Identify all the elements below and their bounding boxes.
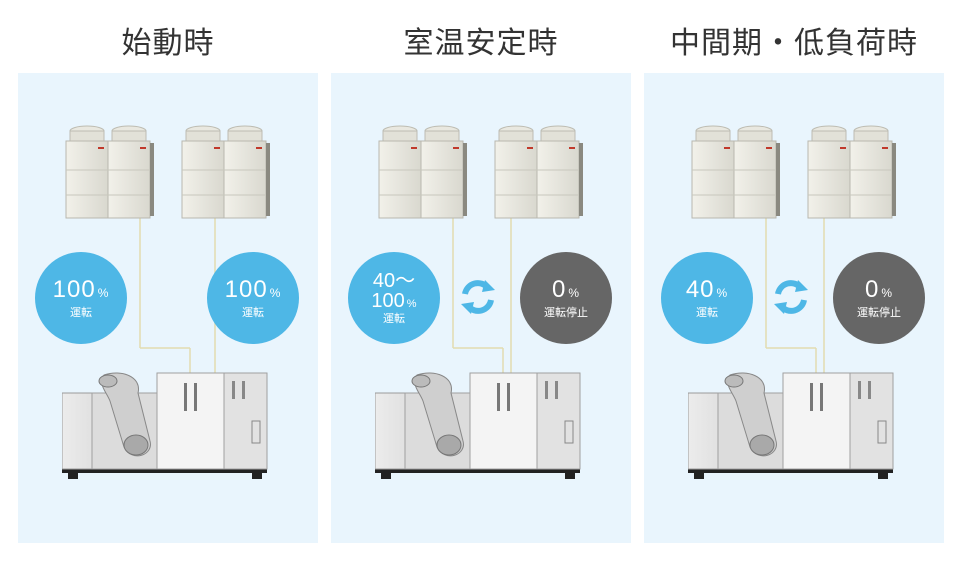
panel-title-startup: 始動時 xyxy=(121,26,215,61)
right-unit-status-circle: 0% 運転停止 xyxy=(833,252,925,344)
right-unit-status-circle: 100% 運転 xyxy=(207,252,299,344)
right-unit-status-circle: 0% 運転停止 xyxy=(520,252,612,344)
panel-startup: 100% 運転 100% 運転 xyxy=(18,73,318,543)
outdoor-unit-right xyxy=(494,125,584,219)
outdoor-unit-left xyxy=(691,125,781,219)
outdoor-unit-right xyxy=(181,125,271,219)
air-handling-unit xyxy=(375,372,581,480)
rotation-cycle-icon xyxy=(458,277,498,317)
left-unit-status-circle: 100% 運転 xyxy=(35,252,127,344)
left-unit-status-circle: 40〜 100% 運転 xyxy=(348,252,440,344)
left-unit-status-circle: 40% 運転 xyxy=(661,252,753,344)
panel-title-low-load: 中間期・低負荷時 xyxy=(670,26,918,61)
panel-low-load: 40% 運転 0% 運転停止 xyxy=(644,73,944,543)
outdoor-unit-left xyxy=(65,125,155,219)
air-handling-unit xyxy=(62,372,268,480)
rotation-cycle-icon xyxy=(771,277,811,317)
panel-title-stable: 室温安定時 xyxy=(403,26,559,61)
equipment-diagram xyxy=(688,125,897,480)
outdoor-unit-right xyxy=(807,125,897,219)
outdoor-unit-left xyxy=(378,125,468,219)
equipment-diagram xyxy=(375,125,584,480)
air-handling-unit xyxy=(688,372,894,480)
panel-stable: 40〜 100% 運転 0% 運転停止 xyxy=(331,73,631,543)
